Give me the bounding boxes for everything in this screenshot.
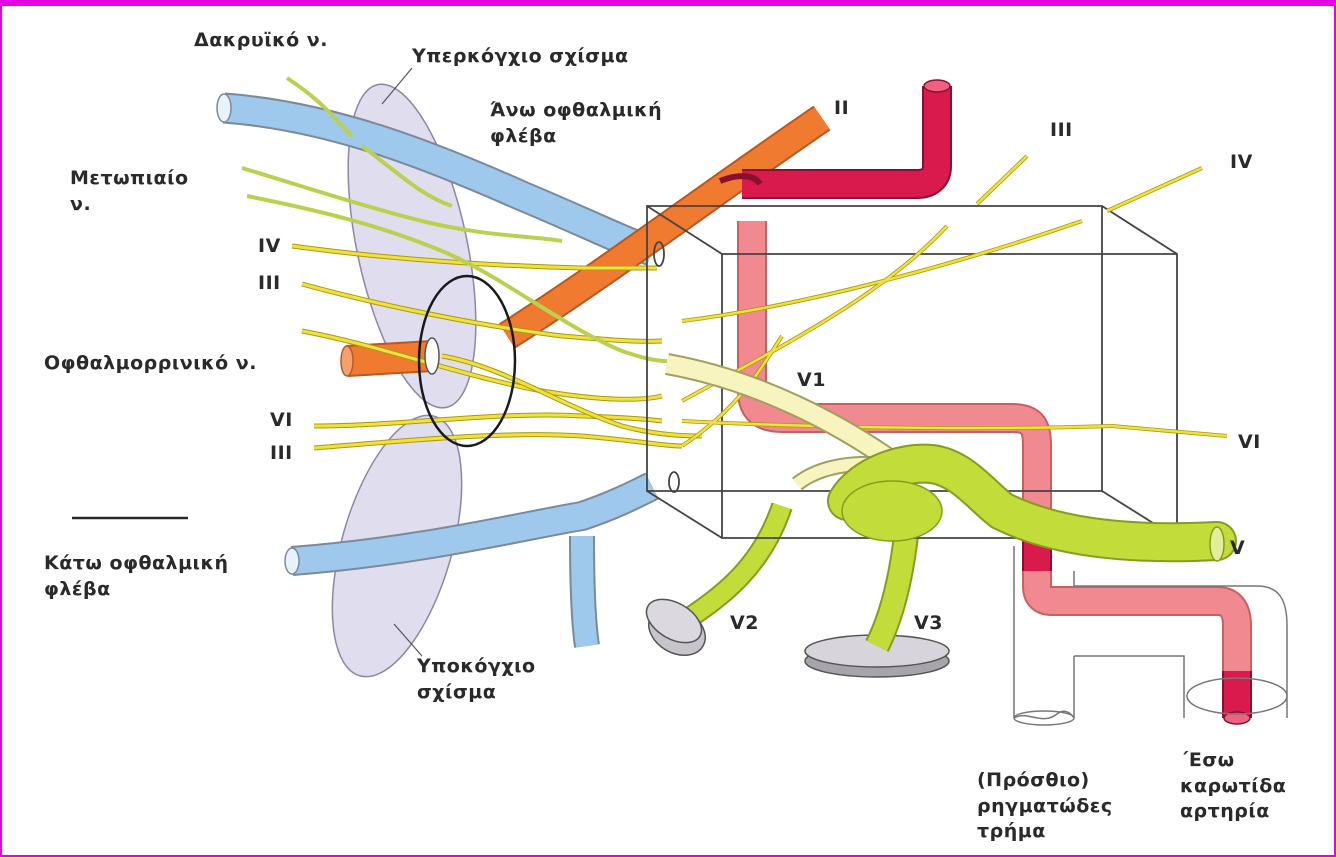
label-left-iv: IV — [258, 235, 281, 257]
label-v2: V2 — [730, 612, 759, 634]
label-left-iii-lower: III — [270, 442, 293, 464]
label-top-iii: III — [1050, 119, 1073, 141]
oculomotor-iii-upper-fill — [301, 282, 663, 343]
superior-ophthalmic-vein — [216, 92, 658, 266]
yellow-nerve-bundle — [291, 243, 703, 451]
leader-lines — [381, 67, 423, 657]
label-top-ii: II — [834, 97, 850, 119]
label-right-v: V — [1230, 537, 1246, 559]
label-internal-carotid: ΄Εσω καρωτίδα αρτηρία — [1180, 749, 1287, 823]
tendinous-ring — [417, 274, 517, 448]
mandibular-nerve-v3 — [804, 524, 950, 678]
cavernous-sinus-diagram — [72, 67, 1288, 726]
label-nasociliary-nerve: Οφθαλμορρινικό ν. — [44, 352, 257, 374]
label-superior-orbital-fissure: Υπερκόγχιο σχίσμα — [412, 45, 629, 67]
label-foramen-lacerum: (Πρόσθιο) ρηγματώδες τρήμα — [977, 769, 1113, 843]
label-inferior-orbital-fissure: Υποκόγχιο σχίσμα — [417, 655, 536, 703]
maxillary-nerve-v2 — [645, 502, 793, 656]
inferior-ophthalmic-vein — [284, 472, 659, 648]
label-inferior-ophthalmic-vein: Κάτω οφθαλμική φλέβα — [44, 552, 229, 600]
label-v3: V3 — [914, 612, 943, 634]
label-left-iii-upper: III — [258, 272, 281, 294]
label-top-iv: IV — [1230, 151, 1253, 173]
oculomotor-iii-upper — [301, 281, 663, 344]
optic-canal-opening — [424, 337, 440, 375]
green-nerve-branches — [241, 76, 668, 363]
label-left-vi: VI — [270, 409, 293, 431]
internal-carotid-artery-upper — [718, 79, 952, 199]
trigeminal-ganglion — [827, 443, 1237, 563]
label-v1: V1 — [797, 369, 826, 391]
label-frontal-nerve: Μετωπιαίο ν. — [70, 167, 189, 215]
label-superior-ophthalmic-vein: Άνω οφθαλμική φλέβα — [490, 99, 663, 147]
label-right-vi: VI — [1238, 431, 1261, 453]
label-lacrimal-nerve: Δακρυϊκό ν. — [194, 29, 328, 51]
foramen-lacerum-shape — [1013, 546, 1288, 726]
